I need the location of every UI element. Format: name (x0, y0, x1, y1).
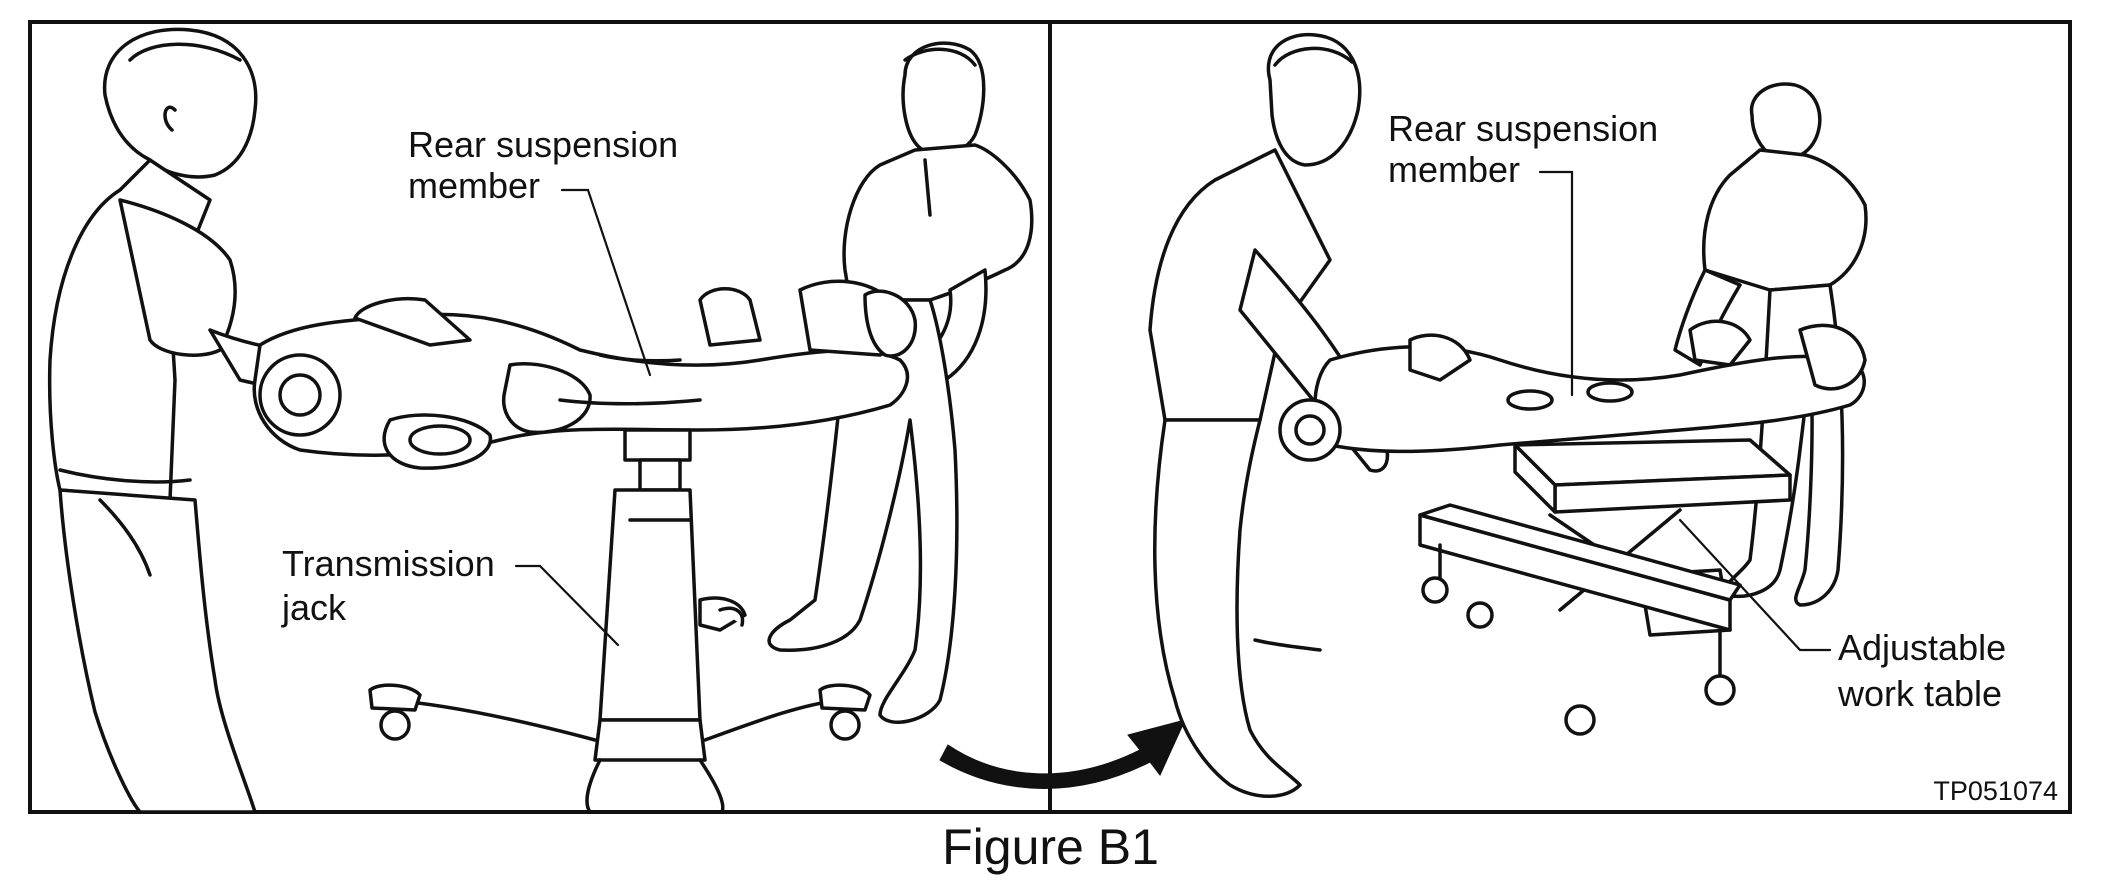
left-suspension-member-drawing (252, 279, 918, 470)
left-suspension-label-line2: member (408, 165, 540, 206)
left-suspension-label-line1: Rear suspension (408, 124, 678, 165)
transmission-jack-drawing (368, 428, 872, 814)
transfer-arrow (939, 719, 1186, 789)
right-suspension-label-line2: member (1388, 149, 1520, 190)
table-label-line2: work table (1837, 673, 2002, 714)
jack-label: Transmission jack (281, 543, 620, 647)
right-suspension-label-line1: Rear suspension (1388, 108, 1658, 149)
figure-code: TP051074 (1933, 776, 2058, 806)
jack-label-line2: jack (281, 587, 347, 628)
right-suspension-member-drawing (1278, 319, 1867, 462)
right-panel-left-technician-figure (1148, 32, 1390, 798)
left-suspension-label: Rear suspension member (408, 124, 678, 377)
work-table-drawing (1418, 438, 1792, 736)
table-label: Adjustable work table (1678, 518, 2006, 714)
figure-caption: Figure B1 (942, 819, 1159, 875)
left-panel: Rear suspension member Transmission jack (47, 27, 1186, 814)
table-label-line1: Adjustable (1838, 627, 2006, 668)
jack-label-line1: Transmission (282, 543, 495, 584)
right-suspension-label: Rear suspension member (1388, 108, 1658, 397)
right-technician-figure (767, 41, 1034, 724)
right-panel: Rear suspension member Adjustable work t… (1148, 32, 2058, 806)
